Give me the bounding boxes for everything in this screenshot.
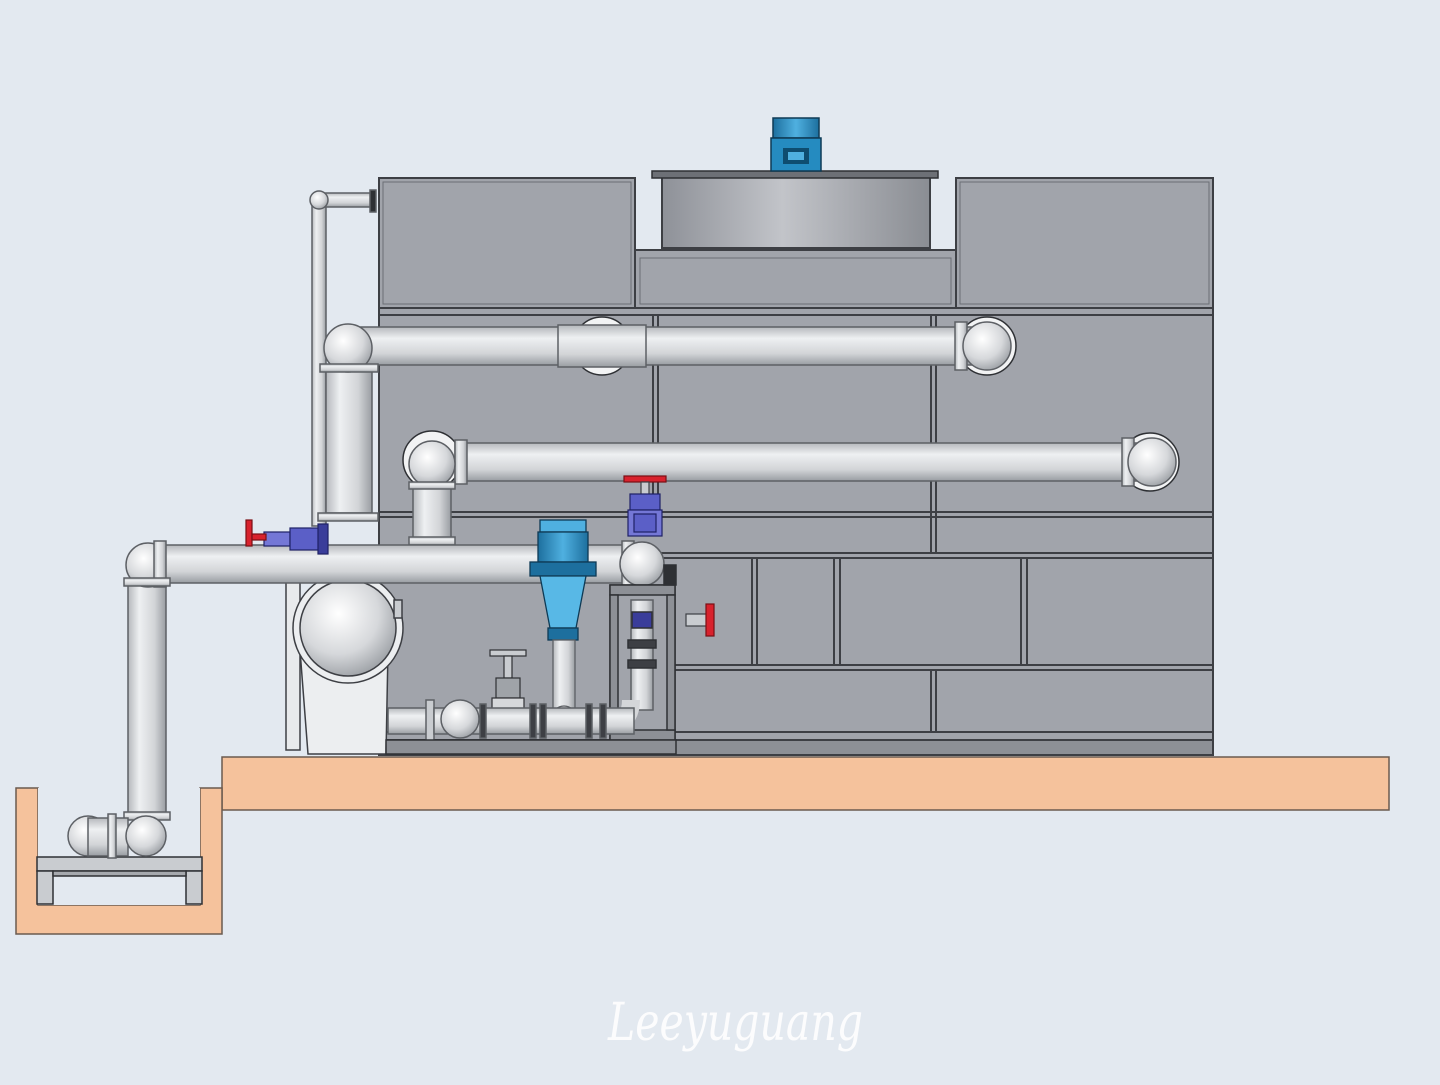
sump-support-frame: [36, 856, 203, 905]
upper-header-pipe: [317, 316, 1017, 522]
fan-shroud: [661, 175, 931, 249]
fan-motor: [770, 117, 822, 172]
sump-elbow-right: [125, 815, 167, 857]
cooling-tower-body: [378, 177, 1214, 756]
tower-top-right-panel: [955, 177, 1214, 309]
strainer-ball: [440, 699, 480, 739]
valve-side-gate: [685, 603, 715, 637]
fan-rim: [651, 170, 939, 179]
valve-upper-gate: [623, 475, 667, 537]
tower-top-left-panel: [378, 177, 636, 309]
lower-header-pipe: [402, 430, 1180, 546]
fan-assembly: [651, 117, 939, 249]
signature: Leeyuguang: [607, 993, 863, 1053]
svg-text:Leeyuguang: Leeyuguang: [607, 993, 863, 1053]
foundation: [15, 756, 1390, 935]
concrete-base-slab: [221, 756, 1390, 811]
tower-fan-deck: [634, 249, 957, 309]
bottom-discharge-line: [385, 699, 677, 755]
valve-left-gate: [245, 519, 329, 555]
circulation-pump: [285, 572, 404, 755]
